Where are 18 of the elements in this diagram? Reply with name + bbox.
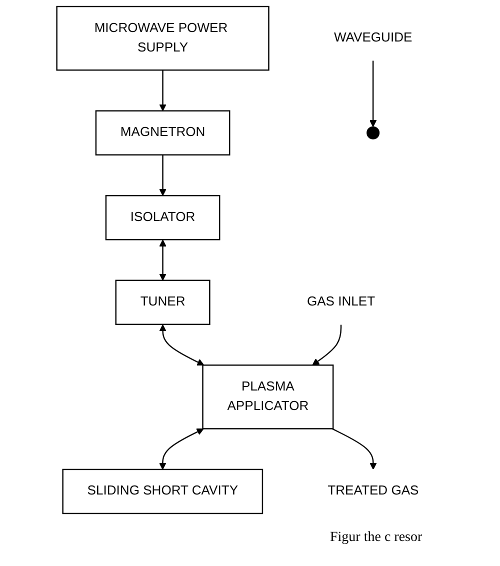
arrow xyxy=(369,60,377,128)
node-box: ISOLATOR xyxy=(105,195,220,240)
arrow xyxy=(159,154,166,196)
arrow xyxy=(312,324,342,366)
node-box: MICROWAVE POWER SUPPLY xyxy=(56,6,270,71)
node-text: TREATED GAS xyxy=(328,484,419,498)
arrow xyxy=(332,428,377,470)
node-box: PLASMA APPLICATOR xyxy=(202,364,334,430)
node-text: WAVEGUIDE xyxy=(334,30,412,45)
node-box: SLIDING SHORT CAVITY xyxy=(62,468,264,514)
arrow xyxy=(159,240,166,281)
node-box: MAGNETRON xyxy=(95,110,230,156)
node-box: TUNER xyxy=(115,280,210,325)
arrow xyxy=(159,324,204,366)
node-text: GAS INLET xyxy=(306,295,376,309)
figure-caption: Figur the c resor xyxy=(330,530,424,546)
arrow xyxy=(159,70,166,112)
arrow xyxy=(159,428,204,470)
